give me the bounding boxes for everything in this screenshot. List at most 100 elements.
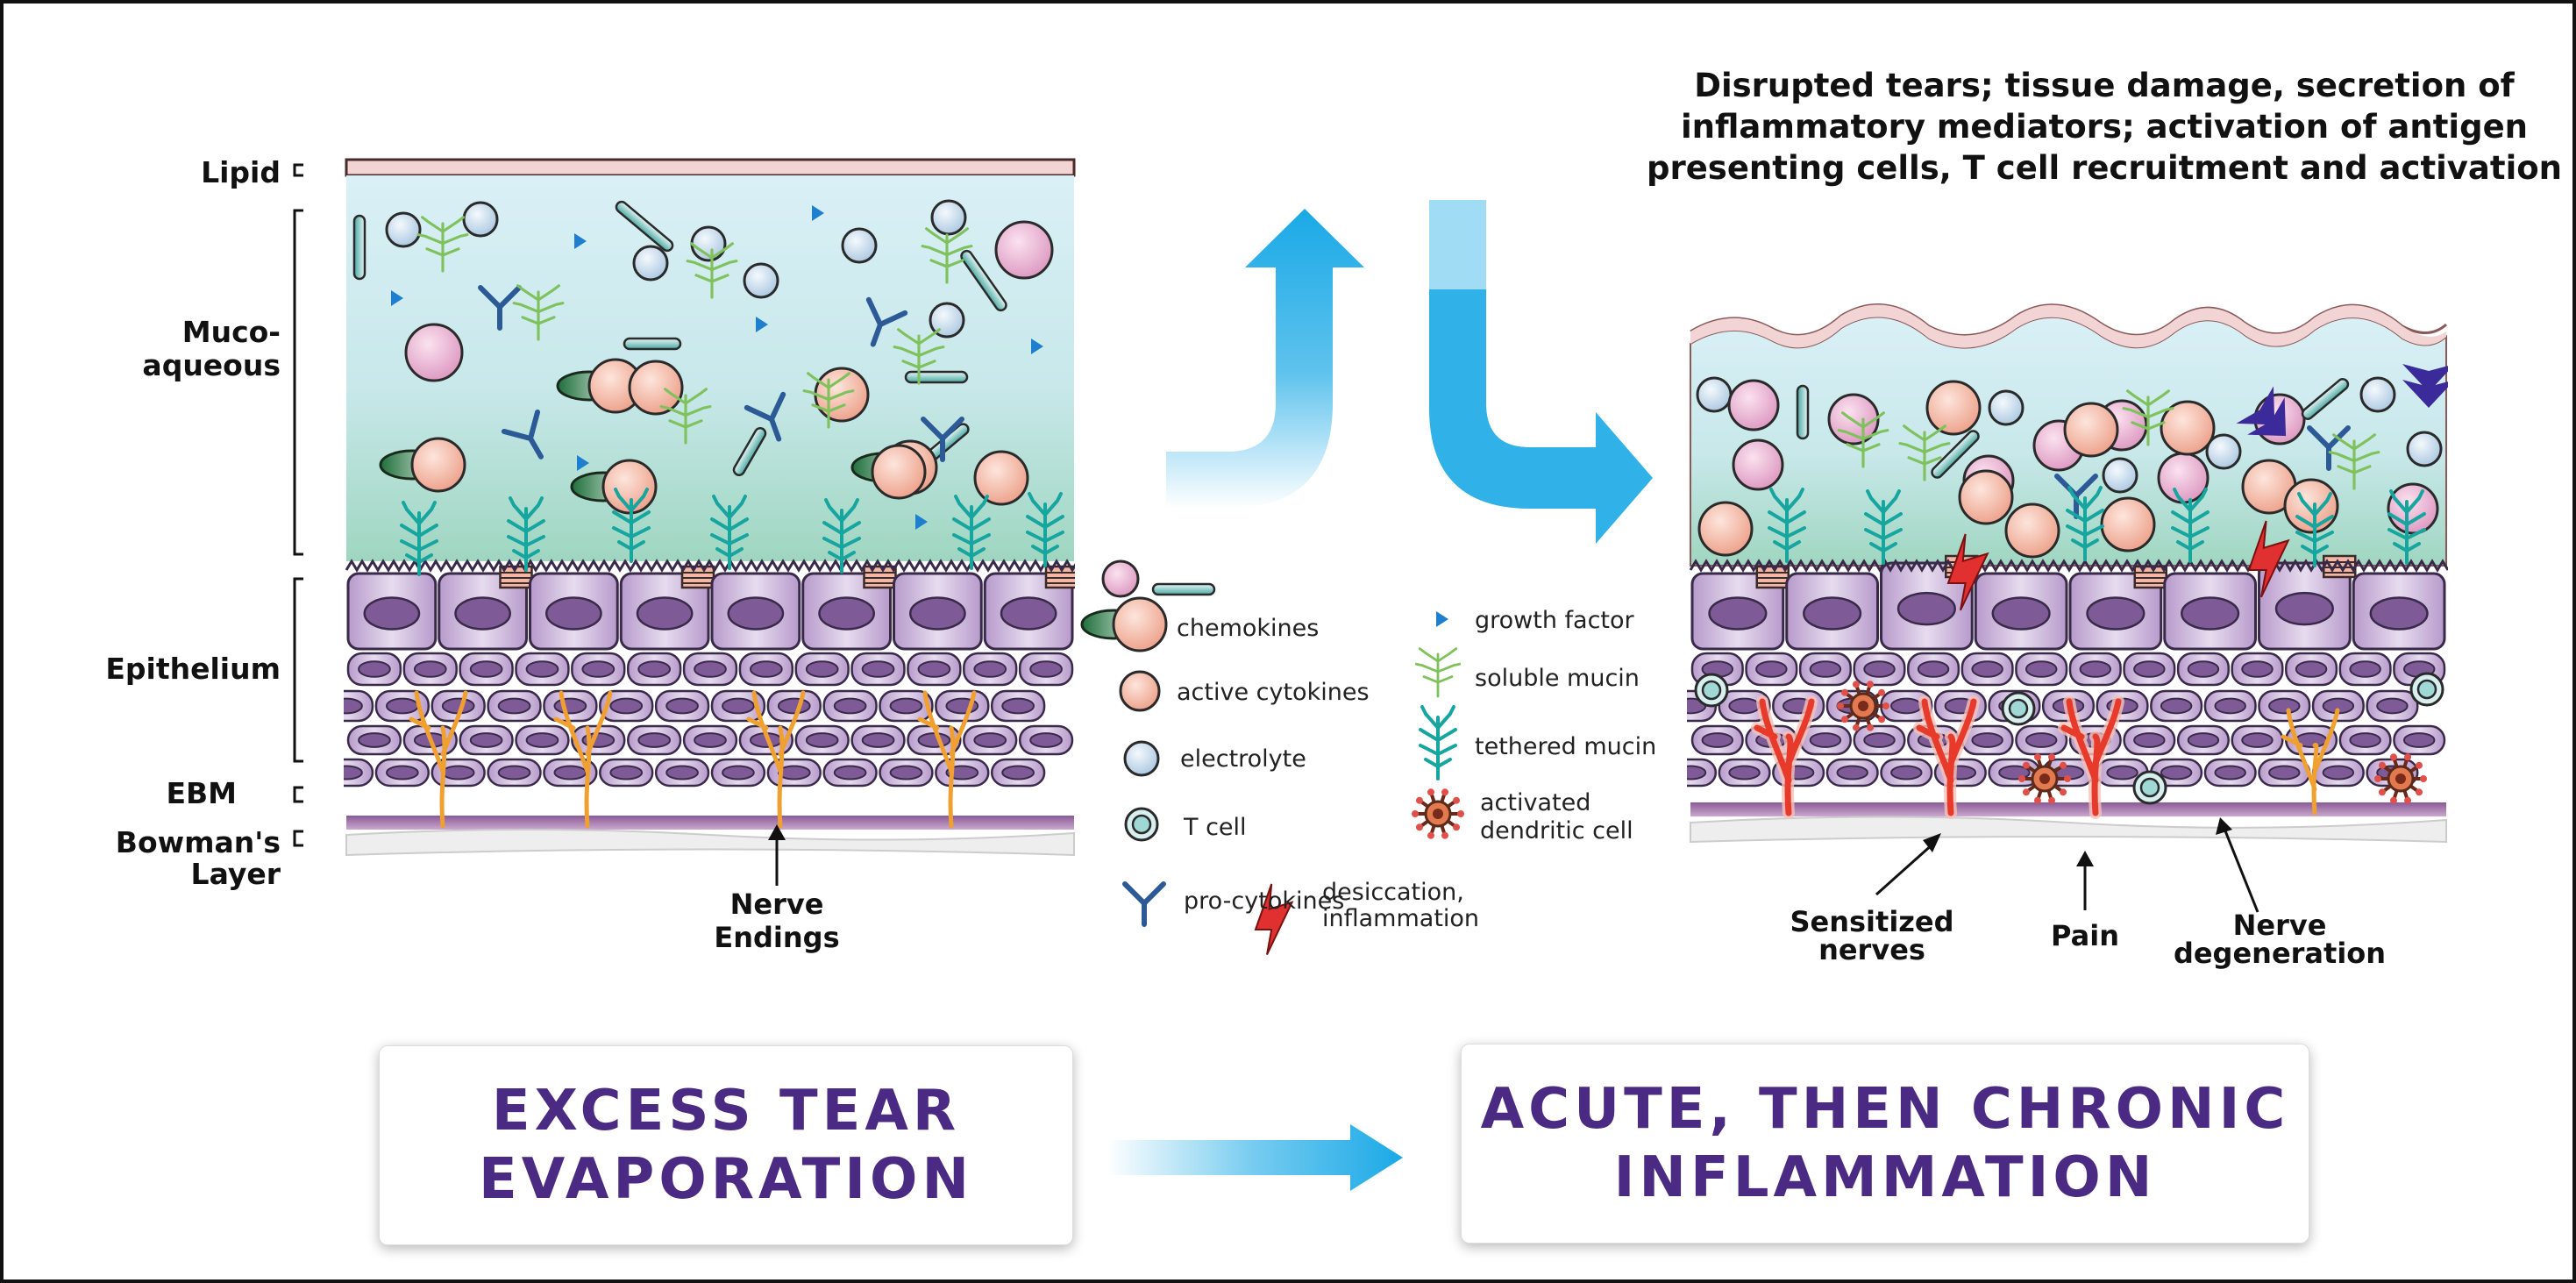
pro-cytokine (921, 417, 964, 462)
chemokine-rod (2301, 378, 2350, 420)
electrolyte (743, 262, 779, 299)
sensitized-nerve-3 (2058, 695, 2124, 819)
legend-chemokines: chemokines (1177, 615, 1320, 642)
pain-label: Pain (2051, 919, 2119, 952)
t-cell-icon (2132, 770, 2167, 805)
soluble-mucin (802, 372, 855, 429)
chemokine (994, 220, 1054, 280)
soluble-mucin (921, 227, 973, 284)
electrolyte (462, 201, 499, 238)
legend-tethered-mucin-icon (1419, 705, 1457, 780)
chemokine (2157, 452, 2210, 504)
electrolyte (1696, 376, 1733, 413)
chemokine-rod (1796, 384, 1810, 440)
chemokine-rod (904, 370, 969, 384)
dendritic-cell-icon (2018, 753, 2071, 804)
inflamed-eye-panel (1687, 303, 2448, 844)
growth-factor (391, 290, 403, 306)
dendritic-cell-icon (1837, 681, 1889, 731)
arrow-up-icon (1166, 209, 1364, 509)
t-cell-icon (1694, 673, 1729, 708)
soluble-mucin (2328, 433, 2380, 490)
pro-cytokine (501, 409, 544, 460)
label-mucoaqueous-1: Muco- (181, 315, 281, 349)
soluble-mucin (893, 328, 945, 385)
tethered-mucin (612, 488, 651, 563)
sensitized-nerve-1 (1751, 695, 1818, 819)
chemokine-rod (623, 337, 682, 351)
nerve-degeneration-label-2: degeneration (2173, 937, 2387, 970)
pro-cytokine (478, 285, 522, 331)
nerve-ending-2 (553, 690, 613, 829)
legend-t-cell: T cell (1184, 814, 1247, 841)
electrolyte (929, 302, 965, 339)
electrolyte (2406, 431, 2443, 467)
layer-brackets (293, 163, 303, 847)
nerve-endings-label-1: Nerve (729, 887, 824, 921)
tethered-mucin (2171, 488, 2210, 563)
active-cytokine (628, 360, 684, 416)
soluble-mucin (512, 284, 565, 341)
electrolyte (1988, 389, 2025, 426)
bowmans-layer (345, 829, 1075, 857)
active-cytokine (973, 450, 1029, 506)
nerve-ending-1 (409, 690, 468, 829)
label-bowmans-1: Bowman's (115, 825, 281, 859)
inflammation-arrow-icon (2236, 386, 2287, 437)
arrow-right-icon (1107, 1124, 1403, 1191)
soluble-mucin (2122, 389, 2174, 446)
label-bowmans-2: Layer (190, 857, 281, 891)
acute-chronic-inflammation-box: ACUTE, THEN CHRONIC INFLAMMATION (1461, 1044, 2309, 1244)
legend-electrolyte: electrolyte (1180, 745, 1306, 773)
electrolyte (632, 245, 669, 282)
inflammation-arrow-icon (2402, 364, 2448, 408)
dendritic-cell-icon (2374, 753, 2427, 804)
tethered-mucin (1768, 488, 1806, 563)
legend-chemokine-pod (1080, 596, 1168, 652)
electrolyte (930, 199, 967, 236)
active-cytokine (871, 444, 927, 500)
electrolyte (2359, 376, 2396, 413)
sensitized-nerves-label-2: nerves (1818, 933, 1925, 966)
chemokine (404, 323, 464, 382)
nerve-endings-label-2: Endings (714, 921, 840, 954)
legend-lightning-icon (1254, 883, 1294, 956)
tethered-mucin (822, 498, 861, 574)
sensitized-nerve-2 (1913, 695, 1980, 819)
growth-factor (574, 233, 587, 249)
tethered-mucin (2295, 492, 2334, 567)
tethered-mucin (2387, 489, 2426, 565)
legend-tethered-mucin: tethered mucin (1475, 733, 1657, 760)
active-cytokine (1697, 501, 1754, 557)
t-cell-icon (2001, 691, 2036, 726)
chemokine (2387, 482, 2439, 535)
active-cytokine (2063, 402, 2119, 458)
chemokine-rod (1931, 430, 1980, 479)
soluble-mucin (659, 388, 712, 445)
nerve-degenerating (2281, 708, 2340, 816)
label-epithelium: Epithelium (105, 652, 281, 686)
chemokine-rod (732, 426, 767, 477)
nerve-degeneration-label-1: Nerve (2232, 909, 2327, 942)
active-cytokine (2004, 503, 2060, 559)
label-ebm: EBM (166, 776, 237, 810)
tethered-mucin (710, 495, 749, 570)
chemokine-pod (379, 437, 466, 493)
tethered-mucin (507, 496, 545, 572)
lightning-icon (2247, 520, 2290, 598)
growth-factor (1031, 339, 1043, 354)
chemokine-rod (960, 249, 1007, 312)
ebm-band-inflamed (1690, 802, 2446, 816)
pro-cytokine (865, 296, 908, 347)
legend-electrolyte-icon (1123, 740, 1160, 777)
acute-chronic-inflammation-text: ACUTE, THEN CHRONIC INFLAMMATION (1480, 1077, 2290, 1210)
legend-dendritic-2: dendritic cell (1480, 817, 1633, 845)
legend-icons (1080, 560, 1464, 956)
chemokine (1732, 438, 1784, 491)
tethered-mucin (952, 495, 991, 570)
legend-growth-factor-icon (1436, 611, 1448, 627)
label-lipid: Lipid (201, 155, 281, 189)
legend-dendritic-1: activated (1480, 789, 1591, 816)
header-description: Disrupted tears; tissue damage, secretio… (1646, 67, 2563, 187)
excess-tear-evaporation-box: EXCESS TEAR EVAPORATION (379, 1045, 1073, 1245)
